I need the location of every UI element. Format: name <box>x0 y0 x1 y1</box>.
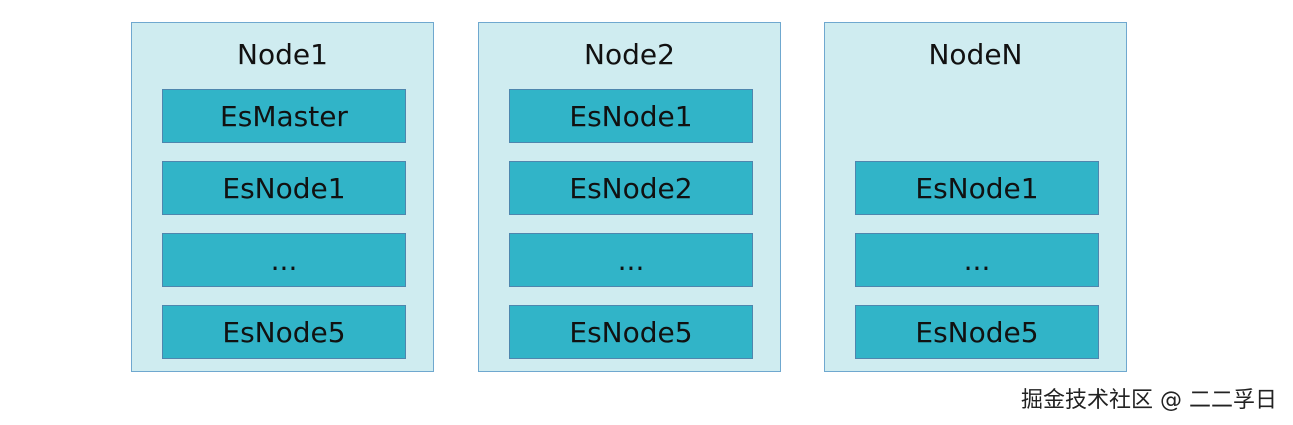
node-title: NodeN <box>928 38 1023 71</box>
node-box-n: NodeN EsNode1 ... EsNode5 <box>824 22 1127 372</box>
es-item-ellipsis: ... <box>855 233 1099 287</box>
es-item-ellipsis: ... <box>162 233 406 287</box>
es-item: EsNode5 <box>162 305 406 359</box>
node-title: Node1 <box>237 38 328 71</box>
es-item-ellipsis: ... <box>509 233 753 287</box>
es-item: EsNode1 <box>162 161 406 215</box>
node-title: Node2 <box>584 38 675 71</box>
node-box-1: Node1 EsMaster EsNode1 ... EsNode5 <box>131 22 434 372</box>
node-box-2: Node2 EsNode1 EsNode2 ... EsNode5 <box>478 22 781 372</box>
es-item: EsMaster <box>162 89 406 143</box>
es-item: EsNode1 <box>855 161 1099 215</box>
es-item: EsNode5 <box>509 305 753 359</box>
es-item: EsNode1 <box>509 89 753 143</box>
watermark-text: 掘金技术社区 @ 二二孚日 <box>1021 388 1277 413</box>
es-item: EsNode5 <box>855 305 1099 359</box>
es-item: EsNode2 <box>509 161 753 215</box>
